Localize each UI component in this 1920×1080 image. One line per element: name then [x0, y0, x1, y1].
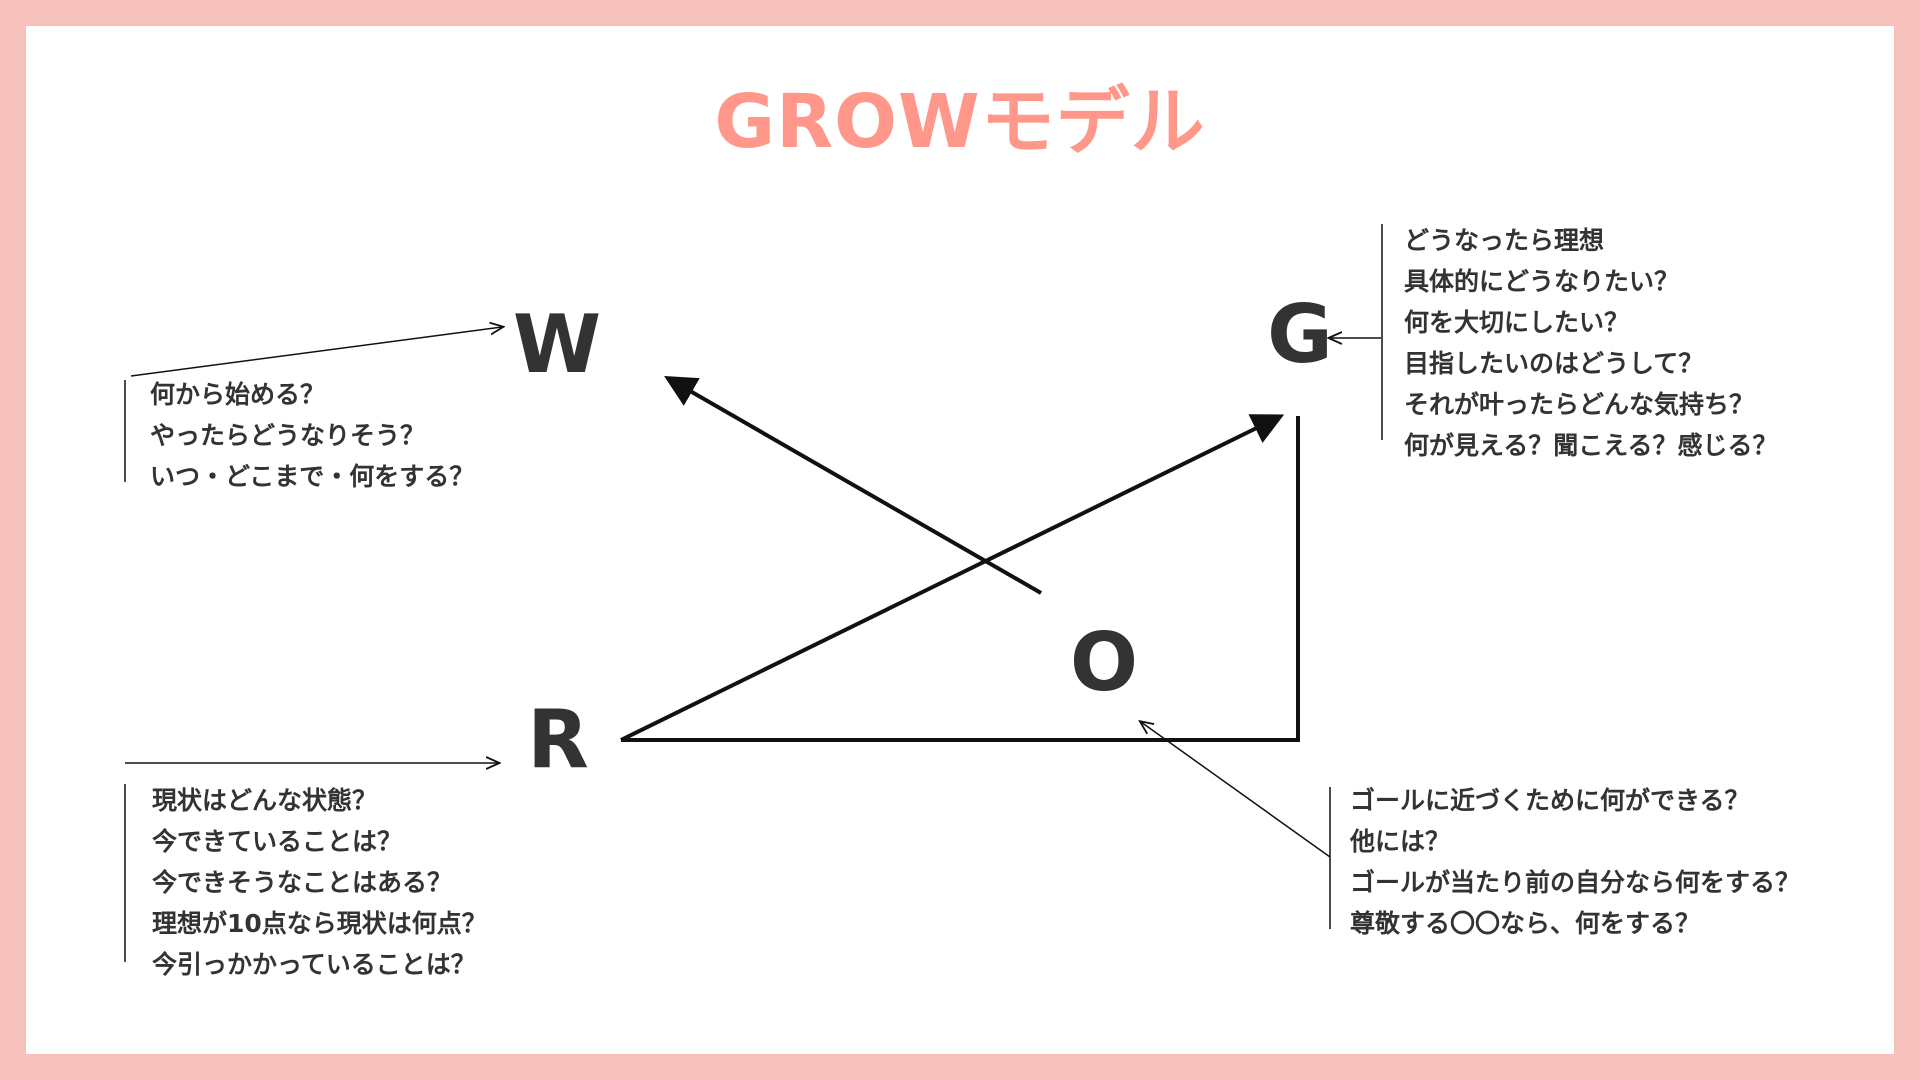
letter-w: W: [512, 298, 602, 391]
question: ゴールが当たり前の自分なら何をする？: [1350, 868, 1801, 897]
page-title: GROWモデル: [714, 79, 1206, 165]
question: 他には？: [1350, 827, 1451, 856]
question: ゴールに近づくために何ができる？: [1350, 786, 1750, 815]
slide-canvas: [26, 26, 1894, 1054]
question: やったらどうなりそう？: [150, 421, 426, 450]
triangle-base: [621, 416, 1300, 742]
questions-g: どうなったら理想 具体的にどうなりたい？ 何を大切にしたい？ 目指したいのはどう…: [1404, 220, 1778, 466]
question: 今できていることは？: [152, 827, 403, 856]
arrow-o-to-w: [664, 376, 1042, 595]
question: 尊敬する〇〇なら、何をする？: [1350, 909, 1701, 938]
question: 現状はどんな状態？: [152, 786, 378, 815]
questions-r: 現状はどんな状態？ 今できていることは？ 今できそうなことはある？ 理想が10点…: [152, 780, 487, 985]
question: それが叶ったらどんな気持ち？: [1404, 390, 1755, 419]
question: 今引っかかっていることは？: [152, 950, 476, 979]
question: 具体的にどうなりたい？: [1404, 267, 1680, 296]
arrow-r-to-g: [620, 414, 1285, 742]
question: 何から始める？: [150, 380, 326, 409]
question: 何が見える？聞こえる？感じる？: [1404, 431, 1778, 460]
question: どうなったら理想: [1404, 226, 1605, 255]
question: いつ・どこまで・何をする？: [150, 462, 475, 491]
pointer-o: [1141, 722, 1331, 858]
letter-o: O: [1069, 616, 1139, 709]
letter-g: G: [1267, 288, 1333, 381]
question: 今できそうなことはある？: [152, 868, 453, 897]
question: 何を大切にしたい？: [1404, 308, 1630, 337]
question: 理想が10点なら現状は何点？: [152, 909, 487, 938]
questions-o: ゴールに近づくために何ができる？ 他には？ ゴールが当たり前の自分なら何をする？…: [1350, 780, 1800, 944]
question: 目指したいのはどうして？: [1404, 349, 1704, 378]
letter-r: R: [527, 693, 589, 786]
questions-w: 何から始める？ やったらどうなりそう？ いつ・どこまで・何をする？: [150, 374, 474, 497]
pointer-w: [130, 327, 502, 377]
